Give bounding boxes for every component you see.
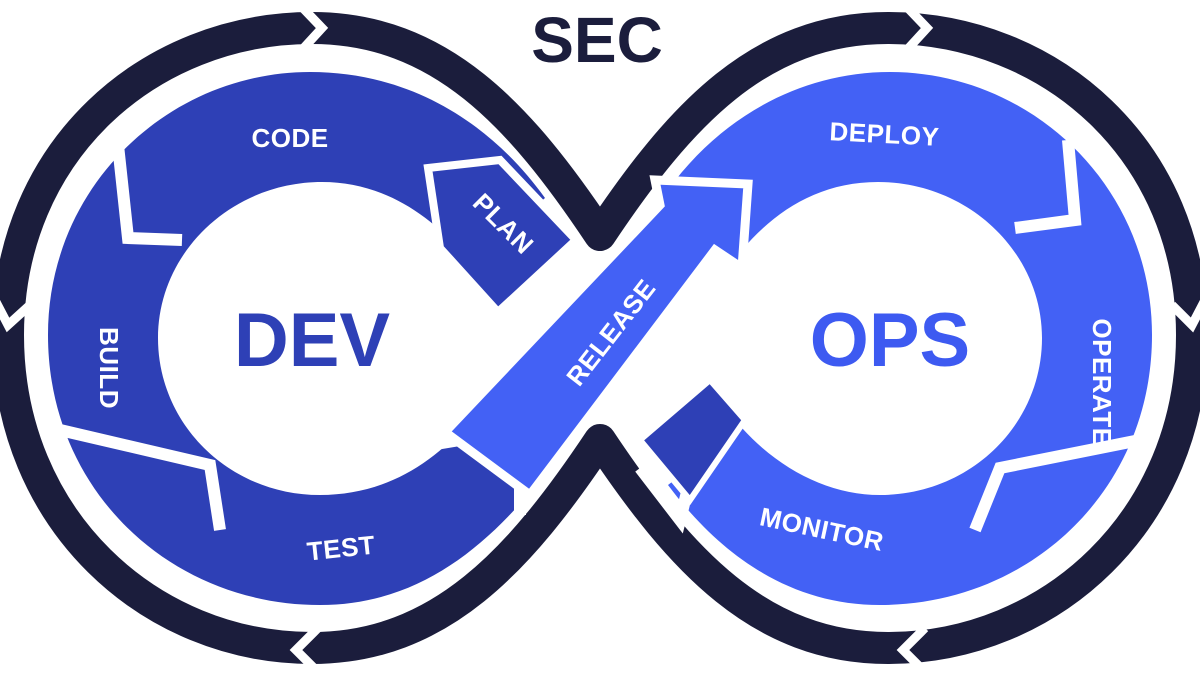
stage-operate-label: OPERATE [1087, 318, 1117, 445]
release-arrow [438, 175, 753, 502]
ring-notch-right [1168, 299, 1200, 333]
ring-notch-left [0, 299, 34, 333]
ring-notch-top-right [901, 1, 934, 56]
plan-segment [423, 155, 582, 318]
dev-lobe-band [48, 72, 548, 605]
dev-hub-circle [170, 188, 470, 488]
dev-divider-code-build [112, 144, 183, 246]
outer-ring-path [0, 12, 1200, 664]
plan-block [423, 155, 582, 318]
sec-title: SEC [531, 4, 663, 76]
ops-hub-label: OPS [810, 298, 971, 383]
ring-notch-bottom-left [289, 624, 322, 675]
monitor-tail-wedge [635, 375, 749, 505]
stage-test-label: TEST [305, 530, 376, 567]
stage-code-label: CODE [251, 123, 328, 153]
dev-divider-build-test [58, 424, 226, 531]
ops-divider-operate-monitor [969, 434, 1142, 533]
ops-hub-circle [732, 188, 1032, 488]
ring-notch-top-left [296, 1, 329, 56]
stage-deploy-label: DEPLOY [829, 116, 940, 152]
ops-divider-deploy-operate [1014, 139, 1082, 234]
stage-build-label: BUILD [94, 327, 124, 409]
ring-notch-bottom-right [896, 624, 929, 675]
ops-lobe-band [668, 72, 1152, 605]
dev-hub-label: DEV [234, 298, 391, 383]
release-segment [438, 175, 753, 502]
